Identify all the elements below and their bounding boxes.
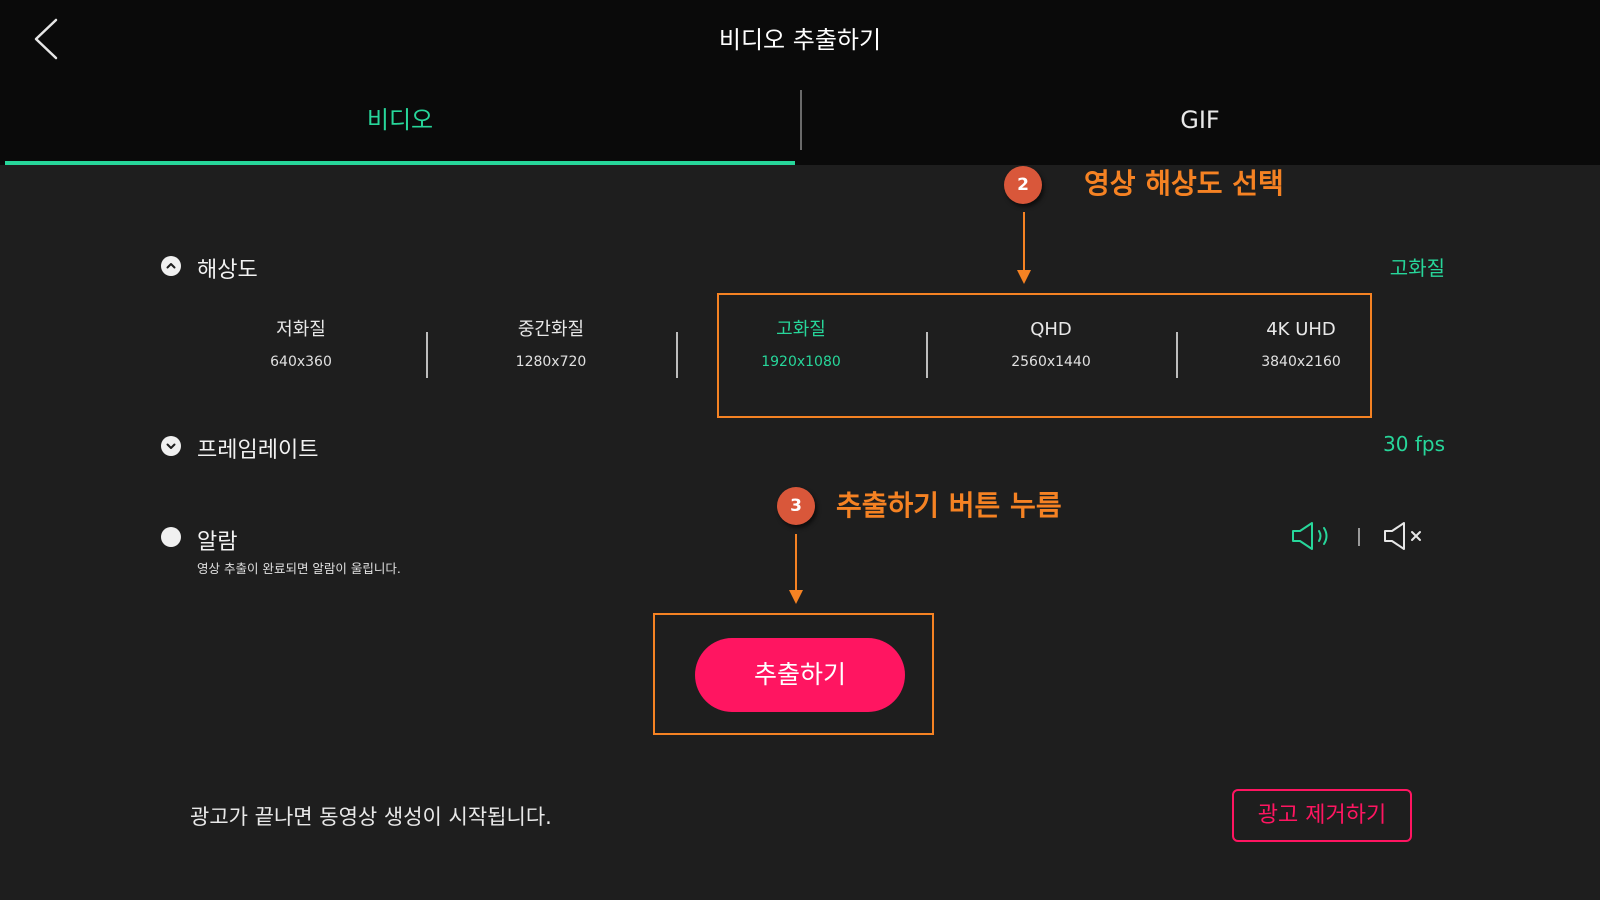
resolution-label: 해상도 [197,258,258,283]
resolution-highlight-box [717,293,1372,418]
resolution-option-4k[interactable]: 4K UHD 3840x2160 [1201,316,1401,370]
chevron-up-icon [166,263,176,269]
tab-divider [800,90,802,150]
option-separator [676,332,678,378]
step-3-badge: 3 [777,487,815,525]
sound-separator [1358,528,1360,546]
speaker-mute-icon [1384,522,1421,550]
option-separator [426,332,428,378]
option-name: QHD [1030,319,1072,340]
option-size: 3840x2160 [1261,354,1341,370]
tab-video[interactable]: 비디오 [366,106,434,134]
sound-mute-button[interactable] [1382,520,1428,556]
option-name: 저화질 [276,319,326,340]
extract-button[interactable]: 추출하기 [695,638,905,712]
sound-on-button[interactable] [1290,520,1336,556]
resolution-option-high[interactable]: 고화질 1920x1080 [701,316,901,370]
resolution-option-medium[interactable]: 중간화질 1280x720 [451,316,651,370]
step-3-arrow [789,534,803,604]
option-size: 1280x720 [515,354,587,370]
option-name: 4K UHD [1266,319,1336,340]
page-title: 비디오 추출하기 [718,26,882,54]
option-name: 중간화질 [517,319,585,340]
step-3-annotation: 추출하기 버튼 누름 [836,489,1062,522]
remove-ads-button[interactable]: 광고 제거하기 [1232,789,1412,842]
resolution-toggle[interactable] [161,256,181,276]
option-size: 2560x1440 [1011,354,1091,370]
step-2-annotation: 영상 해상도 선택 [1084,167,1284,200]
ad-notice-text: 광고가 끝나면 동영상 생성이 시작됩니다. [190,805,552,829]
back-button[interactable] [26,14,66,64]
framerate-value: 30 fps [1383,432,1445,456]
speaker-on-icon [1292,522,1328,550]
step-2-badge: 2 [1004,166,1042,204]
resolution-option-low[interactable]: 저화질 640x360 [201,316,401,370]
option-size: 640x360 [270,354,332,370]
chevron-down-icon [166,443,176,449]
option-name: 고화질 [776,319,826,340]
framerate-toggle[interactable] [161,436,181,456]
alarm-description: 영상 추출이 완료되면 알람이 울립니다. [197,561,401,576]
tab-active-indicator [5,161,795,165]
alarm-toggle[interactable] [161,527,181,547]
alarm-label: 알람 [197,530,238,555]
option-size: 1920x1080 [761,354,841,370]
resolution-option-qhd[interactable]: QHD 2560x1440 [951,316,1151,370]
option-separator [926,332,928,378]
header: 비디오 추출하기 비디오 GIF [0,0,1600,165]
step-2-arrow [1017,212,1031,284]
resolution-value: 고화질 [1389,256,1445,280]
extract-highlight-box [653,613,934,735]
tab-gif[interactable]: GIF [1180,106,1220,134]
chevron-left-icon [34,18,58,60]
option-separator [1176,332,1178,378]
framerate-label: 프레임레이트 [197,438,319,463]
